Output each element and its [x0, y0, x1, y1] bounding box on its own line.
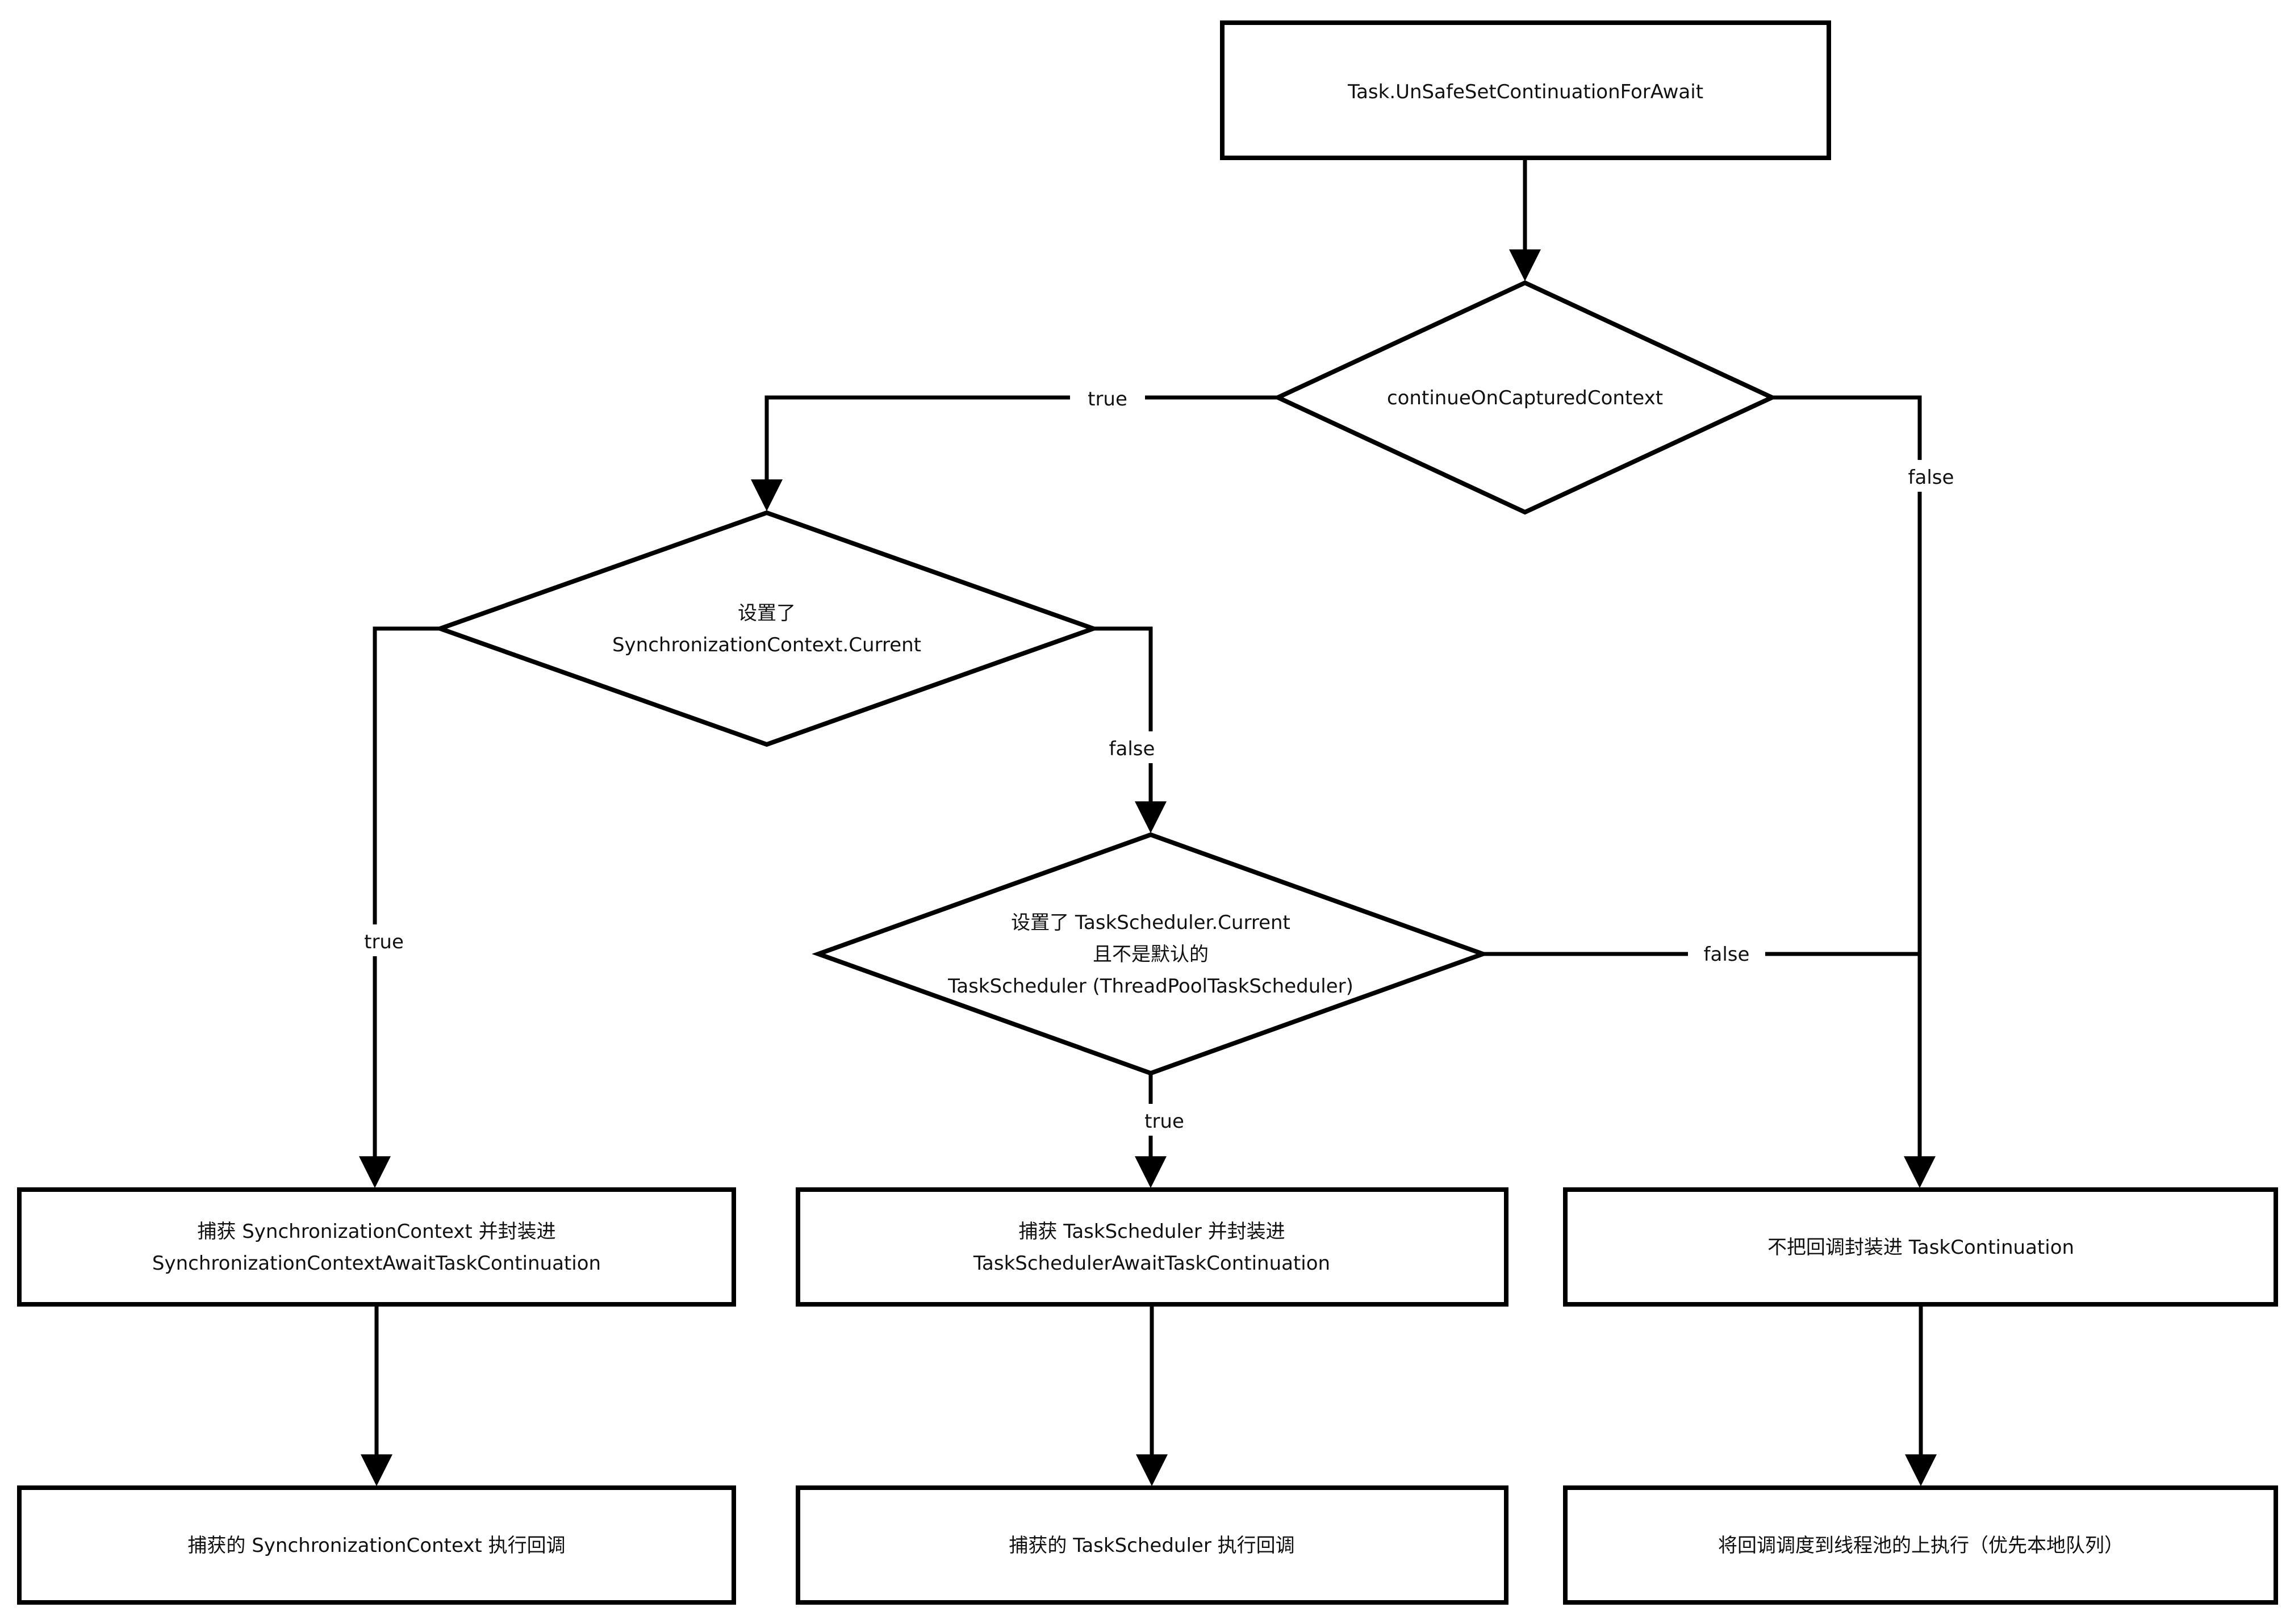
edge-decision2-false	[1093, 626, 1167, 834]
label-bg	[1892, 460, 1970, 492]
decision-diamond	[433, 510, 1100, 747]
edge-decision2-true	[359, 626, 440, 1188]
start-node-label: Task.UnSafeSetContinuationForAwait	[1347, 81, 1703, 103]
node-label-line1: 捕获 TaskScheduler 并封装进	[1018, 1220, 1285, 1243]
node-capture-sync-context: 捕获 SynchronizationContext 并封装进 Synchroni…	[17, 1187, 736, 1307]
node-schedule-thread-pool: 将回调调度到线程池的上执行（优先本地队列）	[1563, 1485, 2278, 1605]
node-no-task-continuation: 不把回调封装进 TaskContinuation	[1563, 1187, 2278, 1307]
label-decision1-true: true	[1070, 382, 1145, 413]
node-box	[17, 1485, 736, 1605]
start-node-box	[1220, 20, 1831, 160]
node-box	[1563, 1485, 2278, 1605]
edge-decision1-false	[1772, 395, 1936, 1188]
label-decision2-false: false	[1093, 731, 1171, 763]
decision-sync-context-set: 设置了 SynchronizationContext.Current	[433, 510, 1100, 747]
node-box	[1563, 1187, 2278, 1307]
label-bg	[345, 924, 423, 956]
node-label-line2: SynchronizationContextAwaitTaskContinuat…	[152, 1252, 601, 1275]
node-box	[17, 1187, 736, 1307]
label-decision1-false: false	[1892, 460, 1970, 492]
node-run-task-scheduler-callback: 捕获的 TaskScheduler 执行回调	[796, 1485, 1508, 1605]
label-decision2-true: true	[345, 924, 423, 956]
decision-label-line1: 设置了	[738, 602, 796, 625]
label-bg	[1126, 1104, 1203, 1136]
decision-diamond	[812, 832, 1490, 1076]
node-label: 将回调调度到线程池的上执行（优先本地队列）	[1718, 1534, 2124, 1557]
label-decision3-false: false	[1688, 937, 1765, 969]
edge-label-text: true	[364, 931, 404, 953]
decision-label-line3: TaskScheduler (ThreadPoolTaskScheduler)	[947, 975, 1353, 998]
start-node: Task.UnSafeSetContinuationForAwait	[1220, 20, 1831, 160]
node-label-line1: 捕获 SynchronizationContext 并封装进	[197, 1220, 555, 1243]
edge-label-text: false	[1704, 943, 1750, 966]
node-label: 捕获的 TaskScheduler 执行回调	[1009, 1534, 1294, 1557]
node-label: 不把回调封装进 TaskContinuation	[1767, 1236, 2074, 1259]
decision-diamond	[1272, 280, 1778, 515]
edge-decision1-true	[751, 395, 1278, 512]
node-capture-task-scheduler: 捕获 TaskScheduler 并封装进 TaskSchedulerAwait…	[796, 1187, 1508, 1307]
decision-label-line1: 设置了 TaskScheduler.Current	[1011, 911, 1290, 934]
edge-label-text: false	[1109, 738, 1155, 760]
node-box	[796, 1485, 1508, 1605]
node-box	[796, 1187, 1508, 1307]
decision-label-line2: SynchronizationContext.Current	[612, 634, 921, 656]
edge-label-text: false	[1908, 466, 1954, 489]
label-bg	[1070, 382, 1145, 413]
node-label: 捕获的 SynchronizationContext 执行回调	[187, 1534, 565, 1557]
edge-label-text: true	[1088, 388, 1127, 411]
node-run-sync-context-callback: 捕获的 SynchronizationContext 执行回调	[17, 1485, 736, 1605]
decision-task-scheduler-set: 设置了 TaskScheduler.Current 且不是默认的 TaskSch…	[812, 832, 1490, 1076]
decision-label-line2: 且不是默认的	[1093, 943, 1209, 966]
label-decision3-true: true	[1126, 1104, 1203, 1136]
label-bg	[1688, 937, 1765, 969]
node-label-line2: TaskSchedulerAwaitTaskContinuation	[973, 1252, 1330, 1275]
decision-label: continueOnCapturedContext	[1387, 387, 1663, 409]
edge-label-text: true	[1144, 1110, 1184, 1133]
decision-continue-on-captured-context: continueOnCapturedContext	[1272, 280, 1778, 515]
label-bg	[1093, 731, 1171, 763]
